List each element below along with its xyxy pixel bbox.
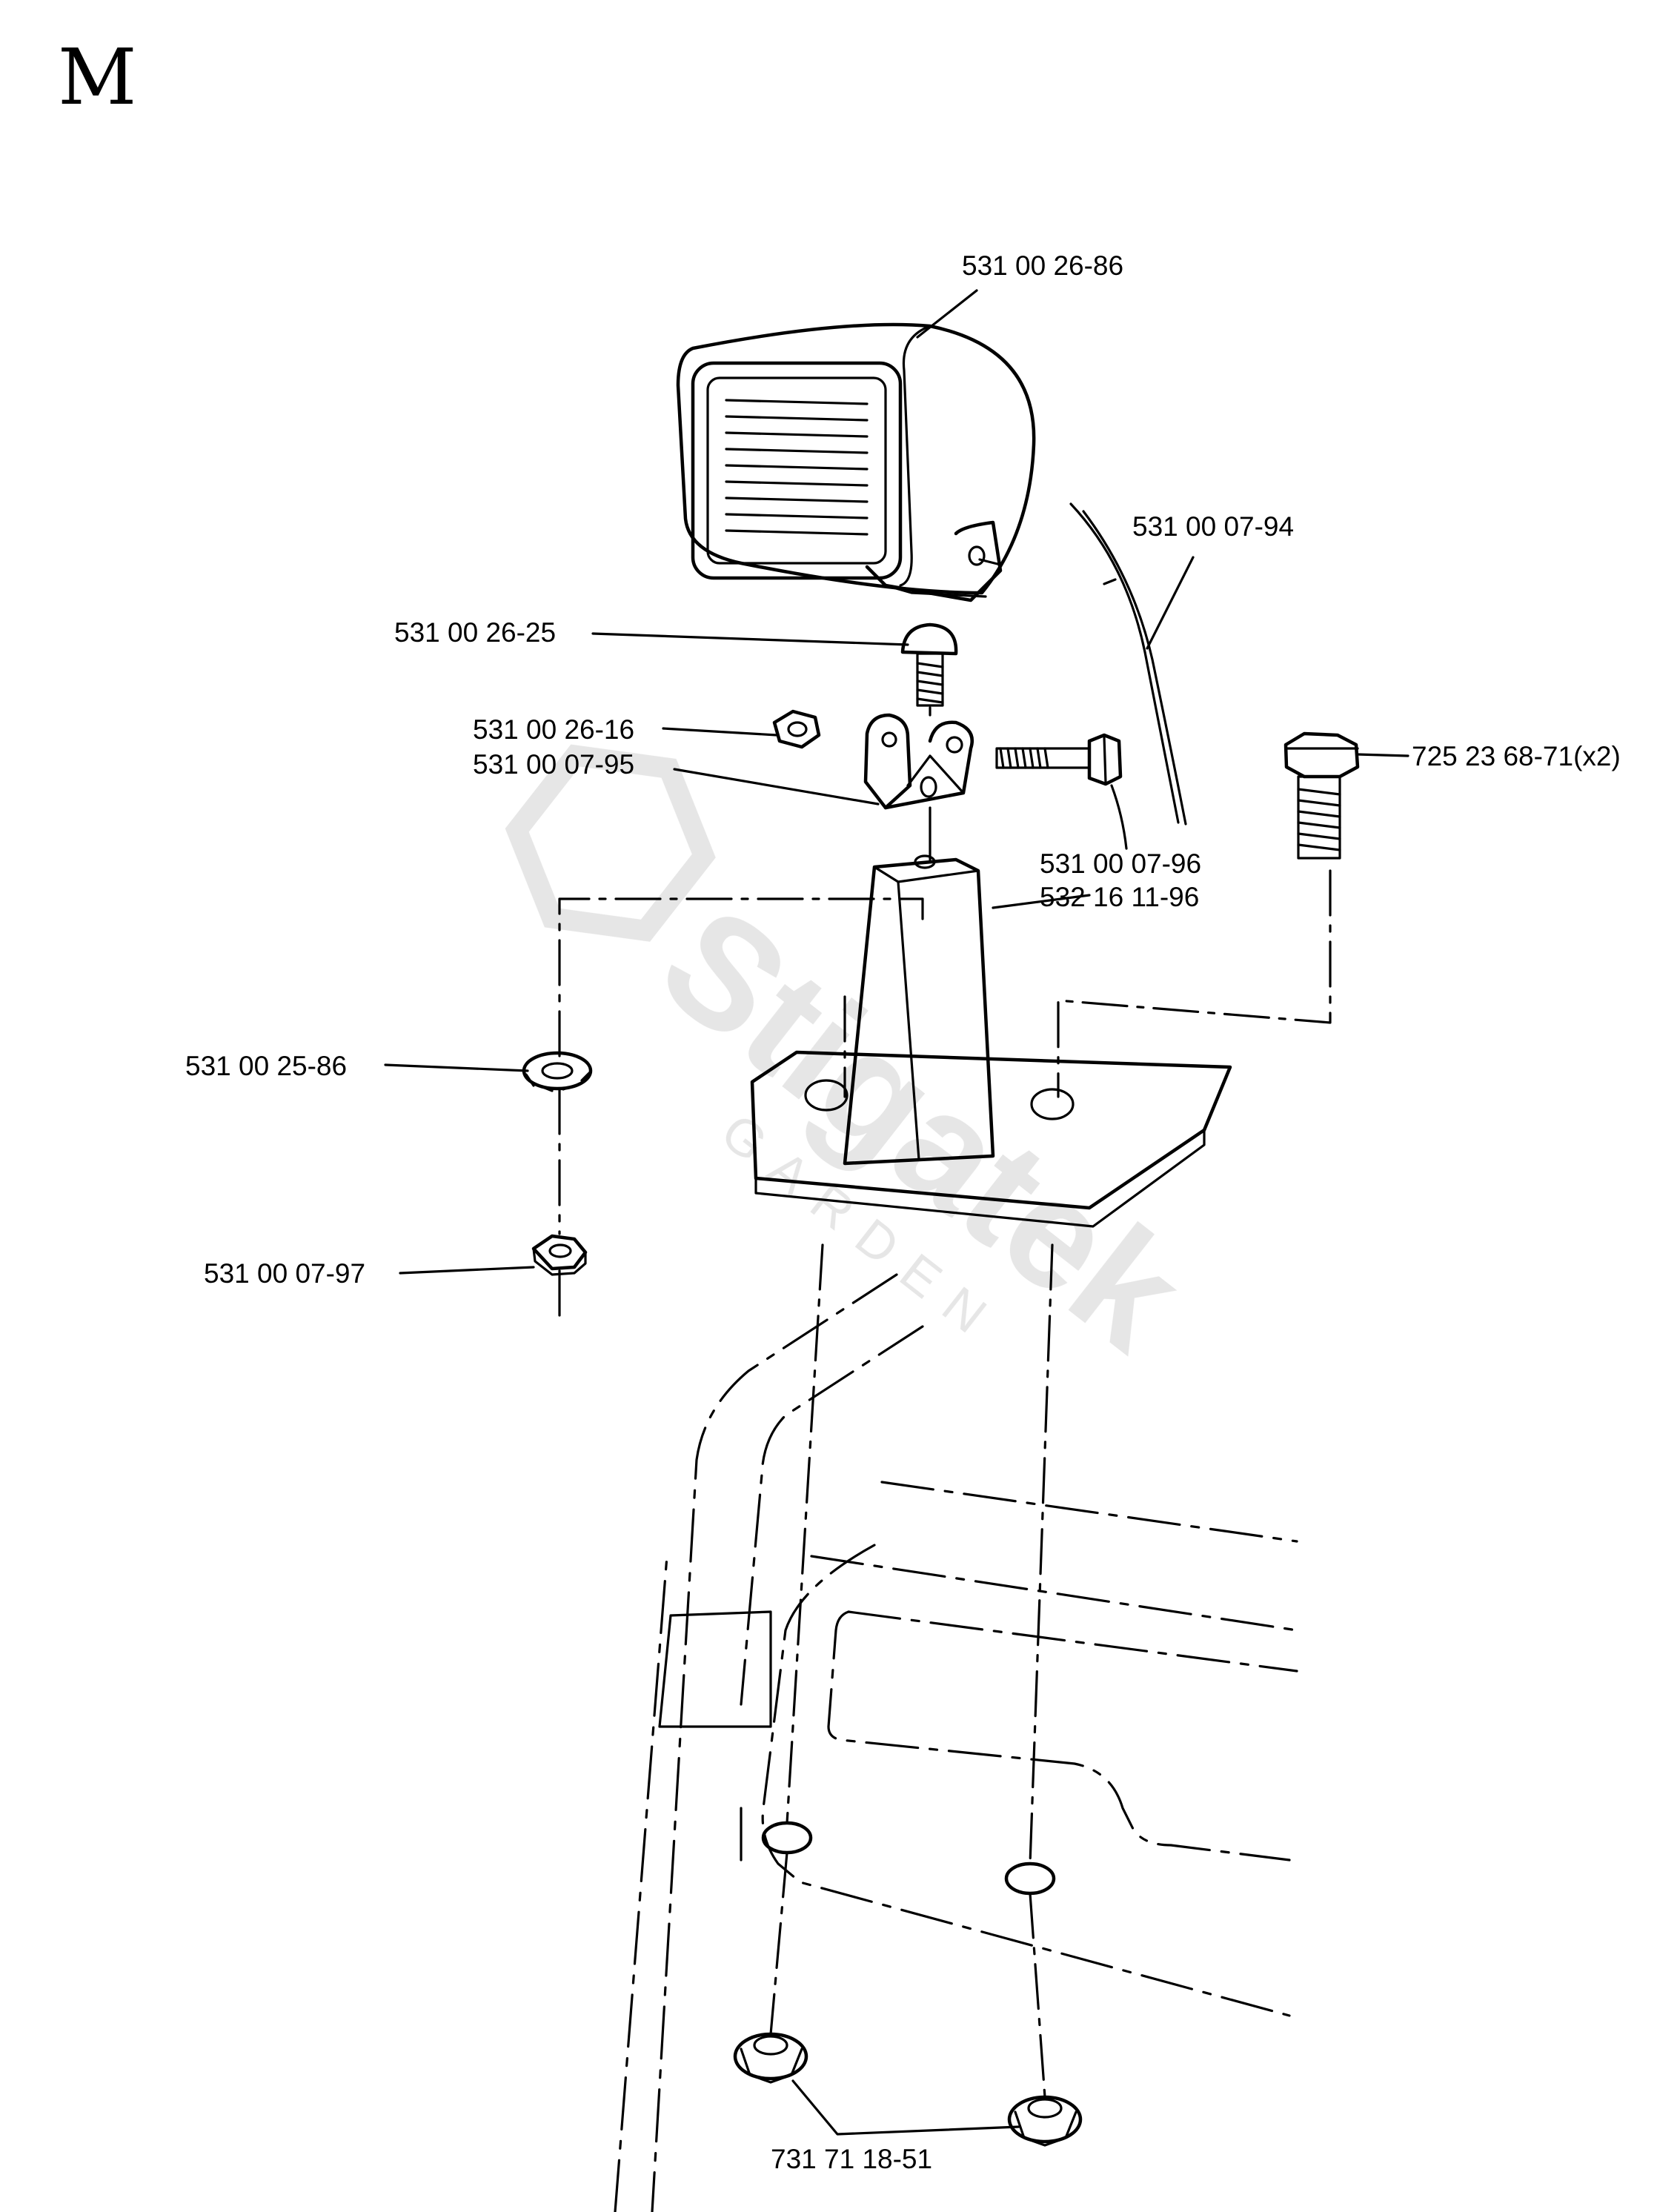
callout-nut-small: 531 00 26-16: [473, 714, 635, 745]
work-lamp: [676, 322, 1036, 602]
callout-carriage-bolt: 531 00 26-25: [394, 617, 557, 648]
flange-nut-right: [1007, 2095, 1083, 2147]
nut-bottom: [531, 1234, 588, 1276]
callout-bracket: 531 00 07-95: [473, 749, 635, 780]
nut-small: [772, 709, 821, 749]
flange-nut-left: [733, 2032, 808, 2084]
callout-cable: 531 00 07-94: [1132, 511, 1295, 542]
callout-flange-nuts: 731 71 18-51: [771, 2144, 933, 2174]
callout-screw-x2: 725 23 68-71(x2): [1412, 741, 1621, 771]
leader-lines: [384, 289, 1409, 2136]
lamp-bracket: [863, 713, 974, 810]
callout-stand: 532 16 11-96: [1040, 882, 1200, 912]
carriage-bolt: [900, 622, 958, 707]
callout-nut-bottom: 531 00 07-97: [204, 1258, 366, 1289]
vehicle-frame-outline: [614, 1273, 1298, 2212]
watermark-logo: Stigatek GARDEN: [505, 744, 1215, 1383]
cable: [1069, 502, 1180, 824]
section-letter: M: [58, 32, 137, 122]
lamp-stand: [750, 854, 1232, 1228]
long-bolt: [995, 733, 1123, 786]
callout-long-bolt: 531 00 07-96: [1040, 848, 1202, 879]
assembly-lines: [558, 706, 1332, 2099]
callout-lamp: 531 00 26-86: [962, 250, 1124, 281]
hex-screw: [1284, 731, 1360, 860]
lock-washer: [522, 1051, 593, 1092]
callout-lock-washer: 531 00 25-86: [185, 1051, 348, 1081]
